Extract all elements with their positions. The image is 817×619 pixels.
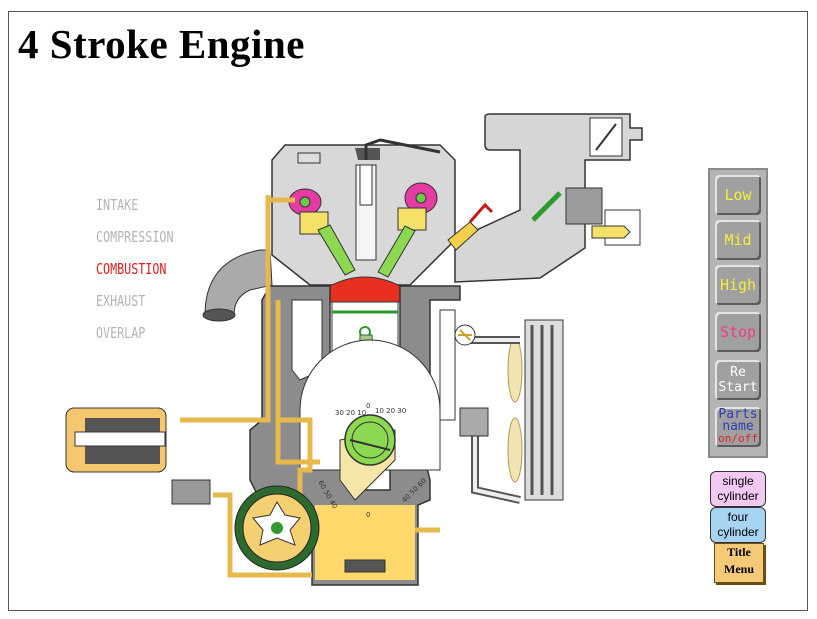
single-label-line2: cylinder (717, 489, 759, 503)
muffler-box (589, 117, 623, 157)
crankcase-oil (315, 505, 415, 580)
intake-elbow-pipe (204, 249, 273, 316)
speed-control-panel: Low Mid High Stop Re Start Parts name on… (708, 168, 768, 458)
crank-scale-top-center: 0 (366, 402, 370, 410)
phase-overlap[interactable]: OVERLAP (96, 324, 146, 342)
restart-label-line2: Start (718, 380, 758, 395)
four-label-line1: four (727, 510, 749, 524)
parts-label-line1: Parts (718, 407, 758, 422)
cam-cover-cap (297, 152, 321, 164)
exhaust-valve (377, 207, 427, 278)
parts-label-line3: on/off (718, 432, 758, 445)
crank-scale-top-right: 10 20 30 (375, 407, 406, 415)
phase-combustion[interactable]: COMBUSTION (96, 260, 167, 278)
speed-low-button[interactable]: Low (715, 175, 761, 215)
speed-high-button[interactable]: High (715, 265, 761, 305)
restart-button[interactable]: Re Start (715, 360, 761, 400)
crank-scale-bottom-center: 0 (366, 511, 370, 519)
page-title: 4 Stroke Engine (18, 21, 305, 67)
injector-nozzle (591, 225, 631, 239)
phase-intake[interactable]: INTAKE (96, 196, 139, 214)
parts-label-line2: name (722, 419, 754, 434)
crank-scale-top-left: 30 20 10 (335, 409, 366, 417)
oil-line (180, 195, 440, 578)
menu-label-line1: Title (727, 545, 751, 559)
phase-exhaust[interactable]: EXHAUST (96, 292, 146, 310)
cooling-fan (507, 337, 523, 483)
oil-strainer (344, 559, 386, 573)
single-label-line1: single (722, 474, 754, 488)
water-pump (459, 407, 489, 437)
oil-filter (65, 407, 167, 473)
throttle-valve (531, 191, 562, 222)
parts-name-toggle-button[interactable]: Parts name on/off (715, 407, 761, 447)
air-filter-box (565, 187, 603, 225)
menu-label-line2: Menu (724, 562, 754, 576)
radiator (524, 319, 564, 501)
four-label-line2: cylinder (717, 525, 759, 539)
crank-scale-right: 90 (416, 456, 425, 464)
phase-compression[interactable]: COMPRESSION (96, 228, 174, 246)
speed-mid-button[interactable]: Mid (715, 220, 761, 260)
intake-valve (299, 211, 356, 276)
stop-button[interactable]: Stop (715, 312, 761, 352)
fuel-injector (447, 221, 479, 251)
title-menu-button[interactable]: Title Menu (714, 543, 764, 583)
spark-plug-wire (364, 138, 441, 160)
restart-label-line1: Re (730, 365, 746, 380)
stroke-phase-list: INTAKE COMPRESSION COMBUSTION EXHAUST OV… (96, 195, 195, 355)
